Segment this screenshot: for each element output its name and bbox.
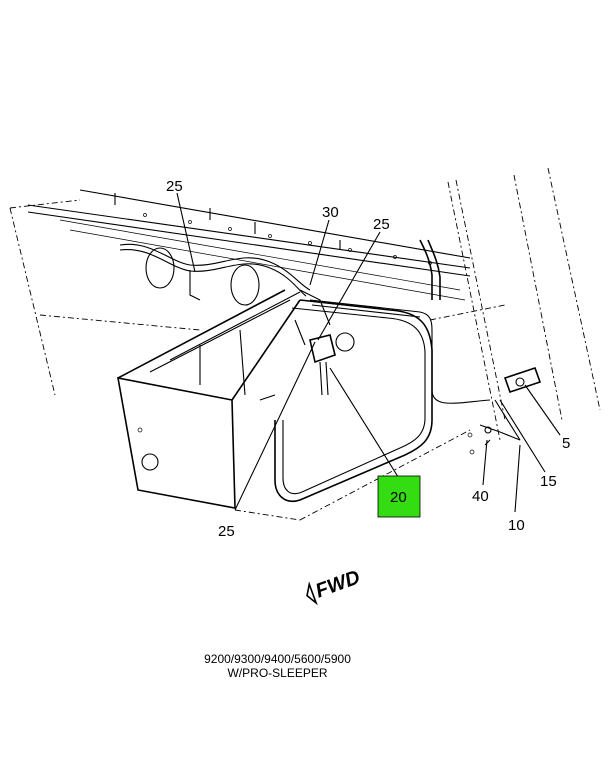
callout-40: 40	[472, 488, 489, 505]
caption-models: 9200/9300/9400/5600/5900	[204, 652, 351, 666]
frame-loop	[274, 299, 433, 502]
panel-outlines	[9, 167, 601, 521]
leader-lines	[176, 192, 561, 513]
wiring-harness	[119, 239, 491, 404]
battery-box	[117, 289, 301, 509]
upper-rail	[27, 189, 471, 301]
highlight-box-20	[377, 475, 421, 518]
forward-direction-marker: FWD	[306, 566, 363, 606]
fwd-label: FWD	[313, 566, 363, 602]
caption-variant: W/PRO-SLEEPER	[227, 666, 328, 680]
callout-20: 20	[390, 489, 407, 506]
callout-10: 10	[508, 517, 525, 534]
callout-25-mid: 25	[373, 216, 390, 233]
lamp-assembly	[467, 366, 542, 455]
connector-cluster	[294, 289, 355, 396]
callout-5: 5	[562, 435, 570, 452]
callout-25-bottom: 25	[218, 523, 235, 540]
callout-25-top: 25	[166, 178, 183, 195]
callout-15: 15	[540, 473, 557, 490]
callout-30: 30	[322, 204, 339, 221]
